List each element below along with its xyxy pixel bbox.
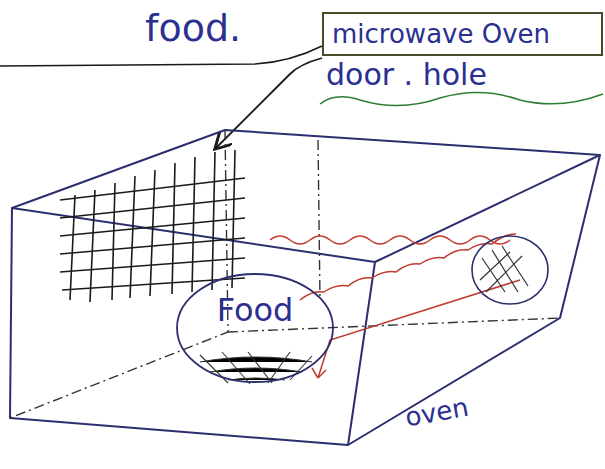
- hidden-edge: [10, 130, 560, 418]
- door-note: door . hole: [326, 58, 487, 91]
- food-circle: Food: [175, 272, 335, 384]
- underline: [320, 92, 603, 105]
- food-hatch: [200, 352, 312, 384]
- magnetron-hatch: [480, 246, 528, 292]
- part-name: oven: [403, 393, 471, 432]
- title-box: microwave Oven: [322, 12, 603, 56]
- note-text: food.: [145, 8, 241, 50]
- microwave-rays: [270, 234, 520, 378]
- door-mesh: [60, 150, 245, 302]
- node-text: Food: [217, 293, 294, 328]
- oven-box: [10, 130, 600, 445]
- magnetron: [472, 236, 548, 304]
- node-text: microwave Oven: [332, 20, 550, 49]
